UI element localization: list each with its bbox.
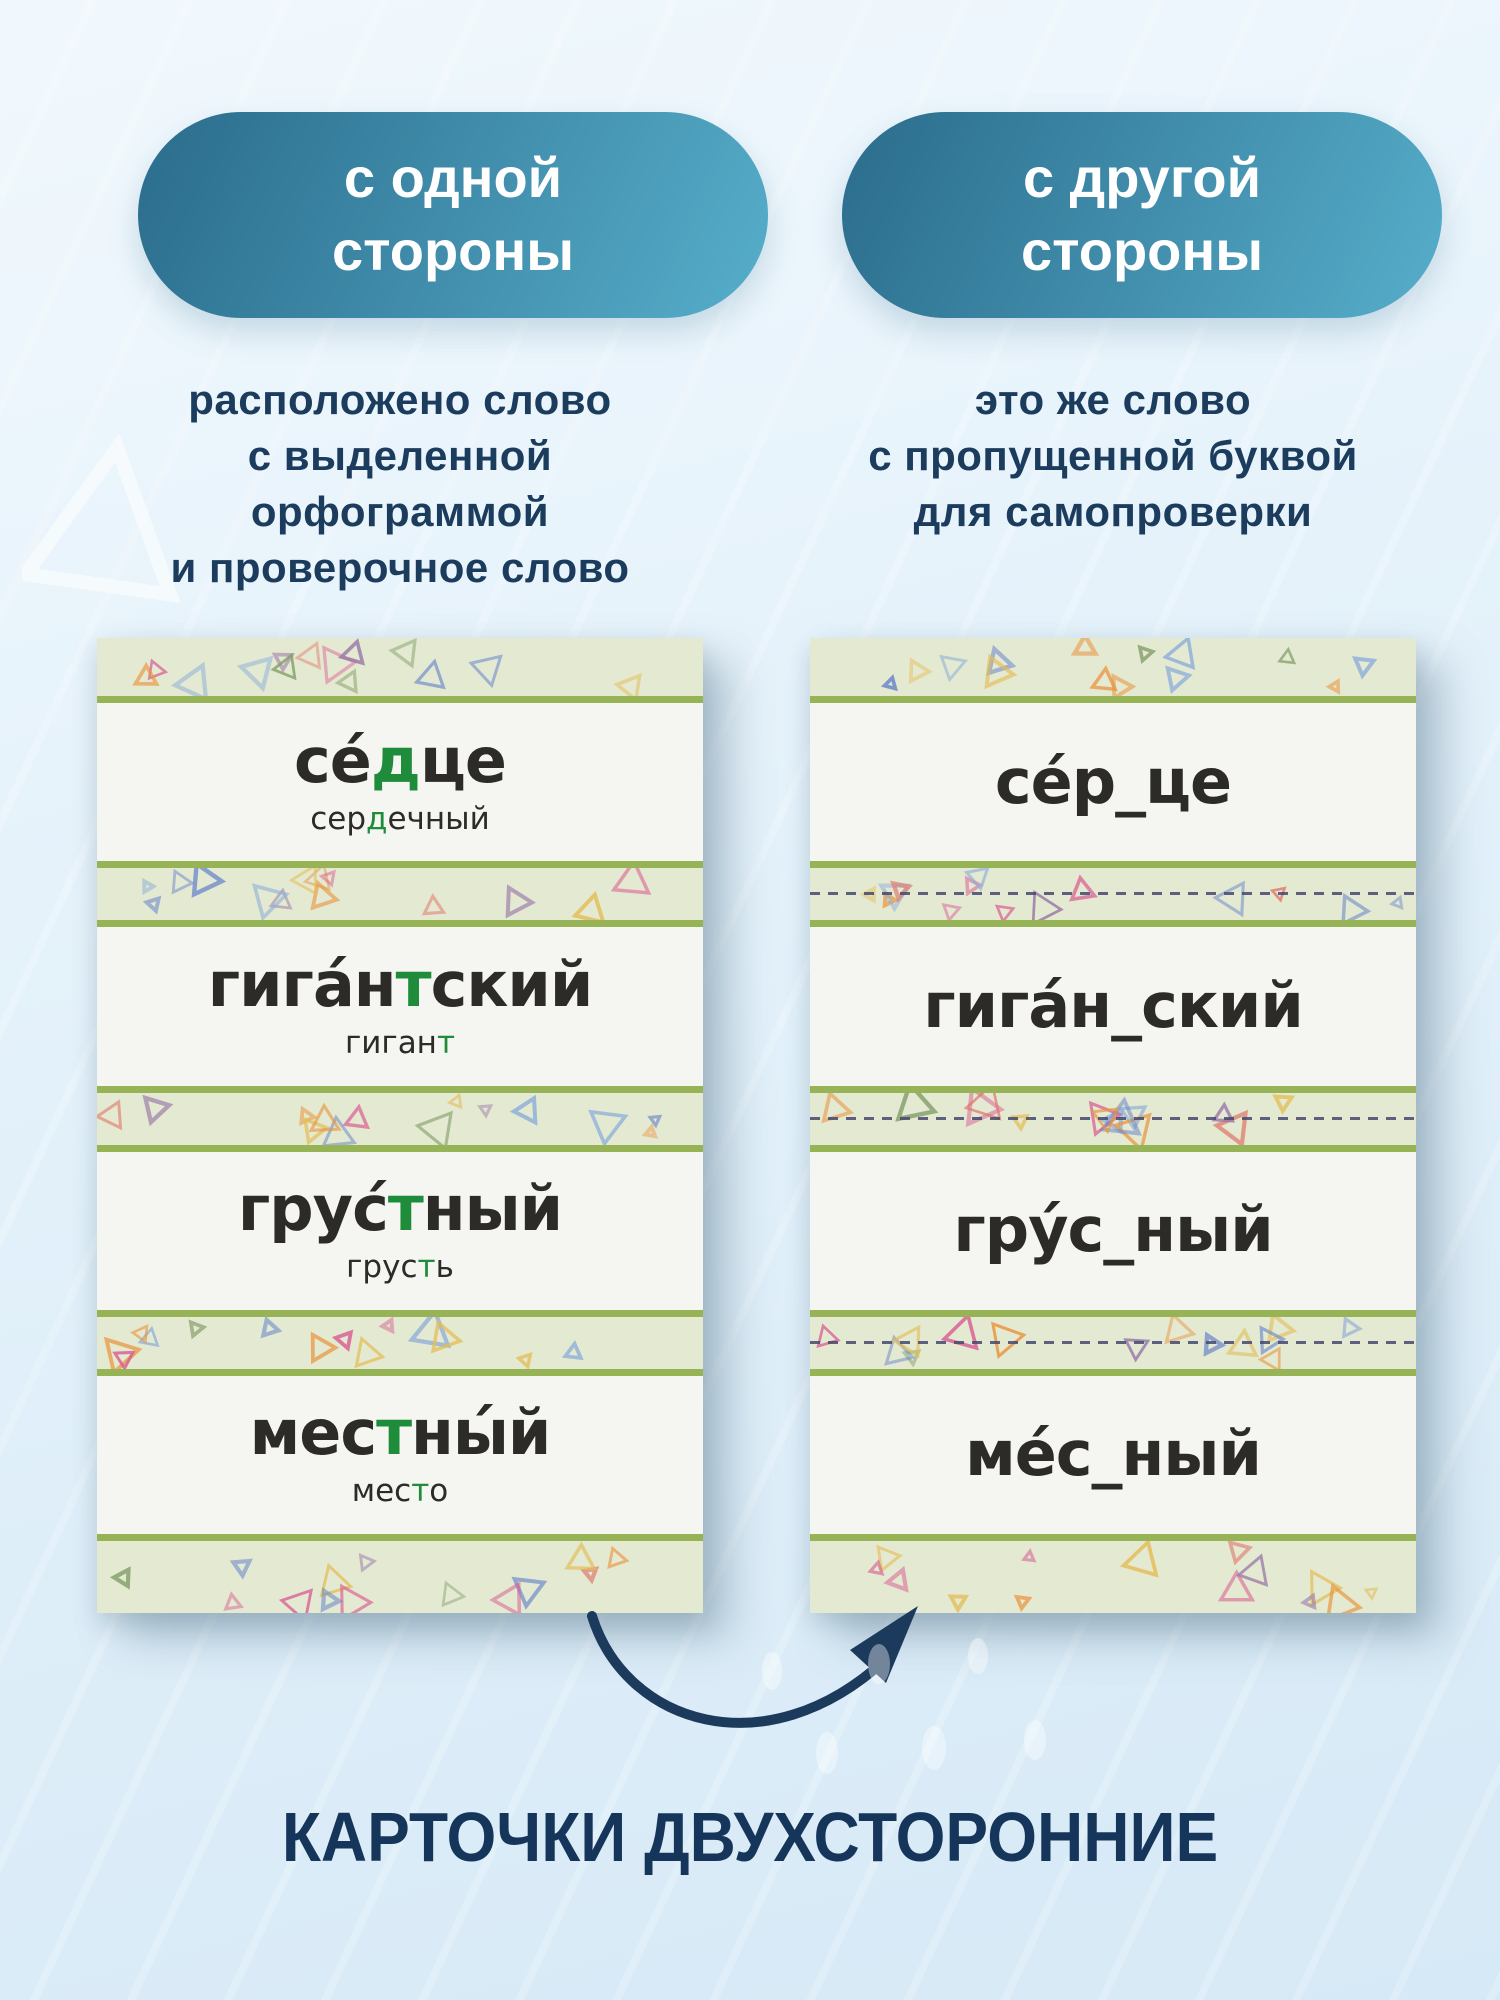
word-letters: ны́й — [411, 1396, 551, 1470]
card-main-word: се́дце — [294, 727, 507, 795]
highlighted-letter: т — [417, 1249, 436, 1286]
left-pill-header: с одной стороны — [138, 112, 768, 318]
triangle-pattern — [142, 868, 652, 921]
card-main-word: ме́с_ный — [965, 1417, 1262, 1491]
decorative-strip — [810, 1085, 1416, 1152]
left-description: расположено слово с выделенной орфограмм… — [97, 372, 703, 596]
triangle-pattern — [132, 638, 642, 696]
pill-text-line: с другой — [1022, 146, 1262, 210]
card-check-word: гигант — [345, 1025, 455, 1061]
triangle-pattern — [867, 1541, 1379, 1613]
background-dot — [922, 1726, 946, 1770]
word-letters: ечный — [387, 800, 490, 837]
card-main-word: гру́с_ный — [953, 1193, 1273, 1267]
word-letters: це — [419, 723, 507, 797]
triangle-pattern — [880, 638, 1378, 696]
card-word-row: се́р_це — [810, 703, 1416, 862]
triangle-pattern — [109, 1541, 630, 1613]
card-check-word: сердечный — [310, 801, 490, 837]
page-title: КАРТОЧКИ ДВУХСТОРОННИЕ — [281, 1798, 1219, 1876]
triangle-pattern — [103, 1316, 584, 1369]
right-description: это же слово с пропущенной буквой для са… — [810, 372, 1416, 540]
pill-text-line: стороны — [331, 219, 575, 282]
triangle-pattern — [97, 1092, 663, 1145]
right-pill-header: с другой стороны — [842, 112, 1442, 318]
card-check-word: место — [352, 1473, 449, 1509]
word-letters: ь — [435, 1249, 454, 1286]
background-dot — [868, 1644, 890, 1684]
highlighted-letter: д — [366, 800, 388, 837]
decorative-strip — [97, 1534, 703, 1613]
card-main-word: местны́й — [250, 1399, 552, 1467]
decorative-strip — [810, 1534, 1416, 1613]
word-letters: грус́ — [237, 1172, 389, 1246]
card-back-side: се́р_це гига́н_ский гру́с_ный ме́с_ный — [810, 638, 1416, 1613]
description-line: для самопроверки — [913, 488, 1313, 535]
flip-arrow-icon — [587, 1606, 918, 1728]
decorative-strip — [97, 638, 703, 703]
word-letters: се́ — [294, 723, 372, 797]
word-letters: гиган — [344, 1024, 437, 1061]
description-line: это же слово — [974, 376, 1252, 423]
word-letters: мес — [249, 1396, 377, 1470]
cut-dashed-line — [810, 892, 1416, 896]
pill-text-line: стороны — [1020, 219, 1264, 282]
background-triangle-decoration — [22, 435, 181, 604]
word-letters: сер — [310, 800, 367, 837]
highlighted-letter: т — [411, 1473, 430, 1510]
background-dot — [816, 1732, 838, 1774]
card-word-row: се́дце сердечный — [97, 703, 703, 862]
cut-dashed-line — [810, 1340, 1416, 1344]
decorative-strip — [97, 861, 703, 928]
description-line: с пропущенной буквой — [868, 432, 1358, 479]
card-word-row: гру́с_ный — [810, 1151, 1416, 1310]
word-letters: ный — [422, 1172, 563, 1246]
pill-text-line: с одной — [343, 146, 563, 210]
highlighted-letter: т — [395, 947, 432, 1021]
background-dot — [968, 1638, 988, 1674]
word-letters: о — [429, 1473, 449, 1510]
word-letters: ский — [430, 947, 594, 1021]
decorative-strip — [810, 861, 1416, 928]
card-main-word: грус́тный — [238, 1175, 563, 1243]
decorative-strip — [97, 1309, 703, 1376]
highlighted-letter: д — [370, 723, 421, 797]
description-line: и проверочное слово — [170, 544, 630, 591]
decorative-strip — [810, 1309, 1416, 1376]
card-word-row: гига́н_ский — [810, 927, 1416, 1086]
card-check-word: грусть — [346, 1249, 454, 1285]
decorative-strip — [810, 638, 1416, 703]
background-dot — [762, 1652, 782, 1690]
highlighted-letter: т — [436, 1024, 456, 1061]
background-dot — [1024, 1720, 1046, 1760]
card-main-word: гига́нтский — [208, 951, 594, 1019]
word-letters: гига́н — [207, 947, 397, 1021]
description-line: с выделенной орфограммой — [247, 432, 553, 535]
highlighted-letter: т — [387, 1172, 424, 1246]
highlighted-letter: т — [376, 1396, 412, 1470]
cut-dashed-line — [810, 1116, 1416, 1120]
word-letters: грус — [346, 1249, 418, 1286]
description-line: расположено слово — [188, 376, 612, 423]
word-letters: мес — [351, 1473, 412, 1510]
triangle-pattern — [821, 1092, 1296, 1145]
card-main-word: гига́н_ский — [923, 968, 1304, 1042]
decorative-strip — [97, 1085, 703, 1152]
card-main-word: се́р_це — [994, 744, 1232, 818]
card-word-row: ме́с_ный — [810, 1375, 1416, 1534]
